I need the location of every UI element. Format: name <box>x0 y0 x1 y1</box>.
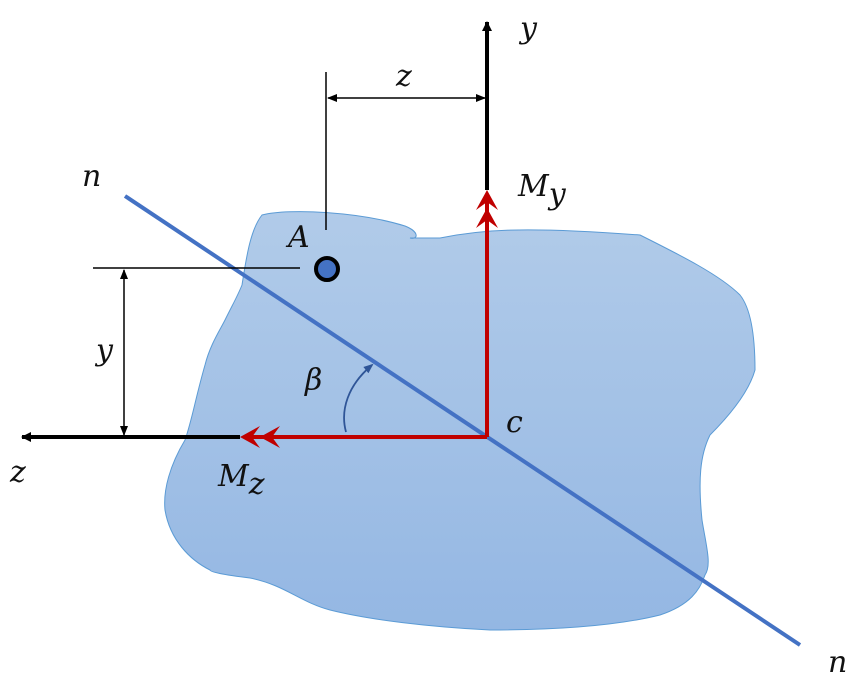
angle-arc <box>343 363 374 433</box>
moment-y-vector <box>476 190 498 437</box>
moment-z-label: Mz <box>217 459 265 502</box>
z-axis-label: z <box>9 455 26 490</box>
point-a <box>314 256 340 282</box>
neutral-axis-label-bottom: n <box>828 645 847 680</box>
angle-label: β <box>304 363 322 398</box>
neutral-axis <box>123 194 802 647</box>
neutral-axis-label-top: n <box>82 159 101 194</box>
y-axis-label: y <box>518 11 538 46</box>
centroid-label: c <box>506 405 523 440</box>
moment-z-vector <box>240 426 487 448</box>
y-dimension-label: y <box>94 333 114 368</box>
moment-y-label: My <box>517 169 567 212</box>
point-a-label: A <box>285 220 310 255</box>
z-dimension-label: z <box>395 59 412 94</box>
